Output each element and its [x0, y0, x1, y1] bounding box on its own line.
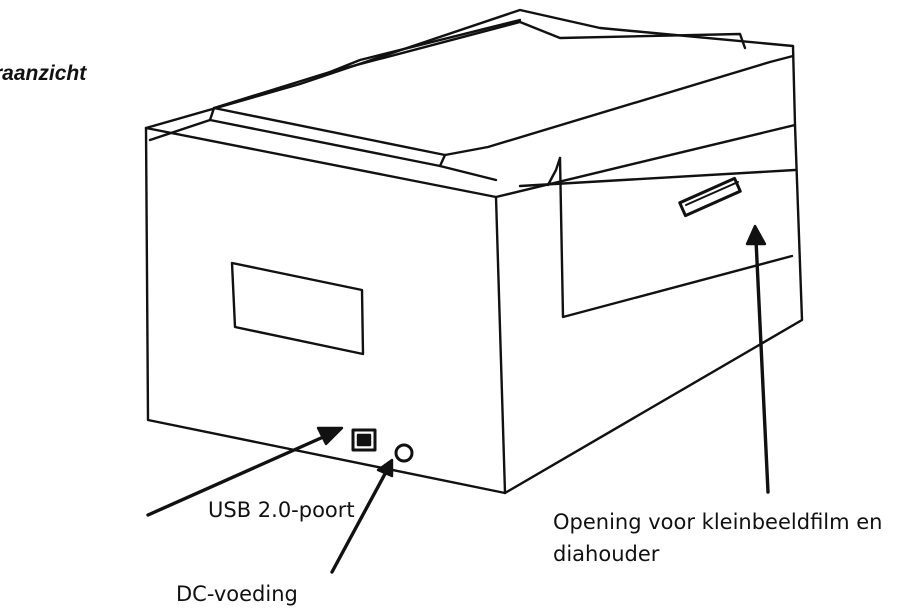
scanner-lid-edge [438, 153, 447, 168]
usb-port-label: USB 2.0-poort [208, 498, 355, 522]
scanner-lid-back-ridge [328, 18, 522, 74]
usb-port [351, 428, 377, 452]
front-window [230, 261, 365, 356]
scanner-lid-ridge [212, 54, 795, 157]
scanner-side-divider [518, 168, 797, 188]
film-opening-label-line2: diahouder [553, 542, 660, 566]
dc-power-label: DC-voeding [176, 582, 298, 606]
usb-arrow-head [316, 426, 344, 446]
usb-port-inner [356, 433, 372, 447]
dc-arrow-head [376, 458, 394, 478]
film-slot-inner [685, 181, 739, 206]
scanner-side-door [558, 156, 794, 319]
scanner-lid-panel [208, 20, 747, 122]
view-title: raanzicht [0, 62, 87, 85]
scanner-side-face [503, 123, 804, 495]
dc-arrow-shaft [330, 470, 388, 574]
dc-jack [394, 443, 414, 463]
opening-arrow-head [745, 224, 767, 246]
scanner-lid-front-strip [148, 118, 498, 182]
usb-arrow-shaft [146, 432, 332, 517]
scanner-top-face [144, 8, 797, 199]
opening-arrow-shaft [754, 238, 770, 494]
scanner-side-door-top [546, 156, 562, 187]
film-opening-label: Opening voor kleinbeeldfilm en [553, 510, 883, 534]
